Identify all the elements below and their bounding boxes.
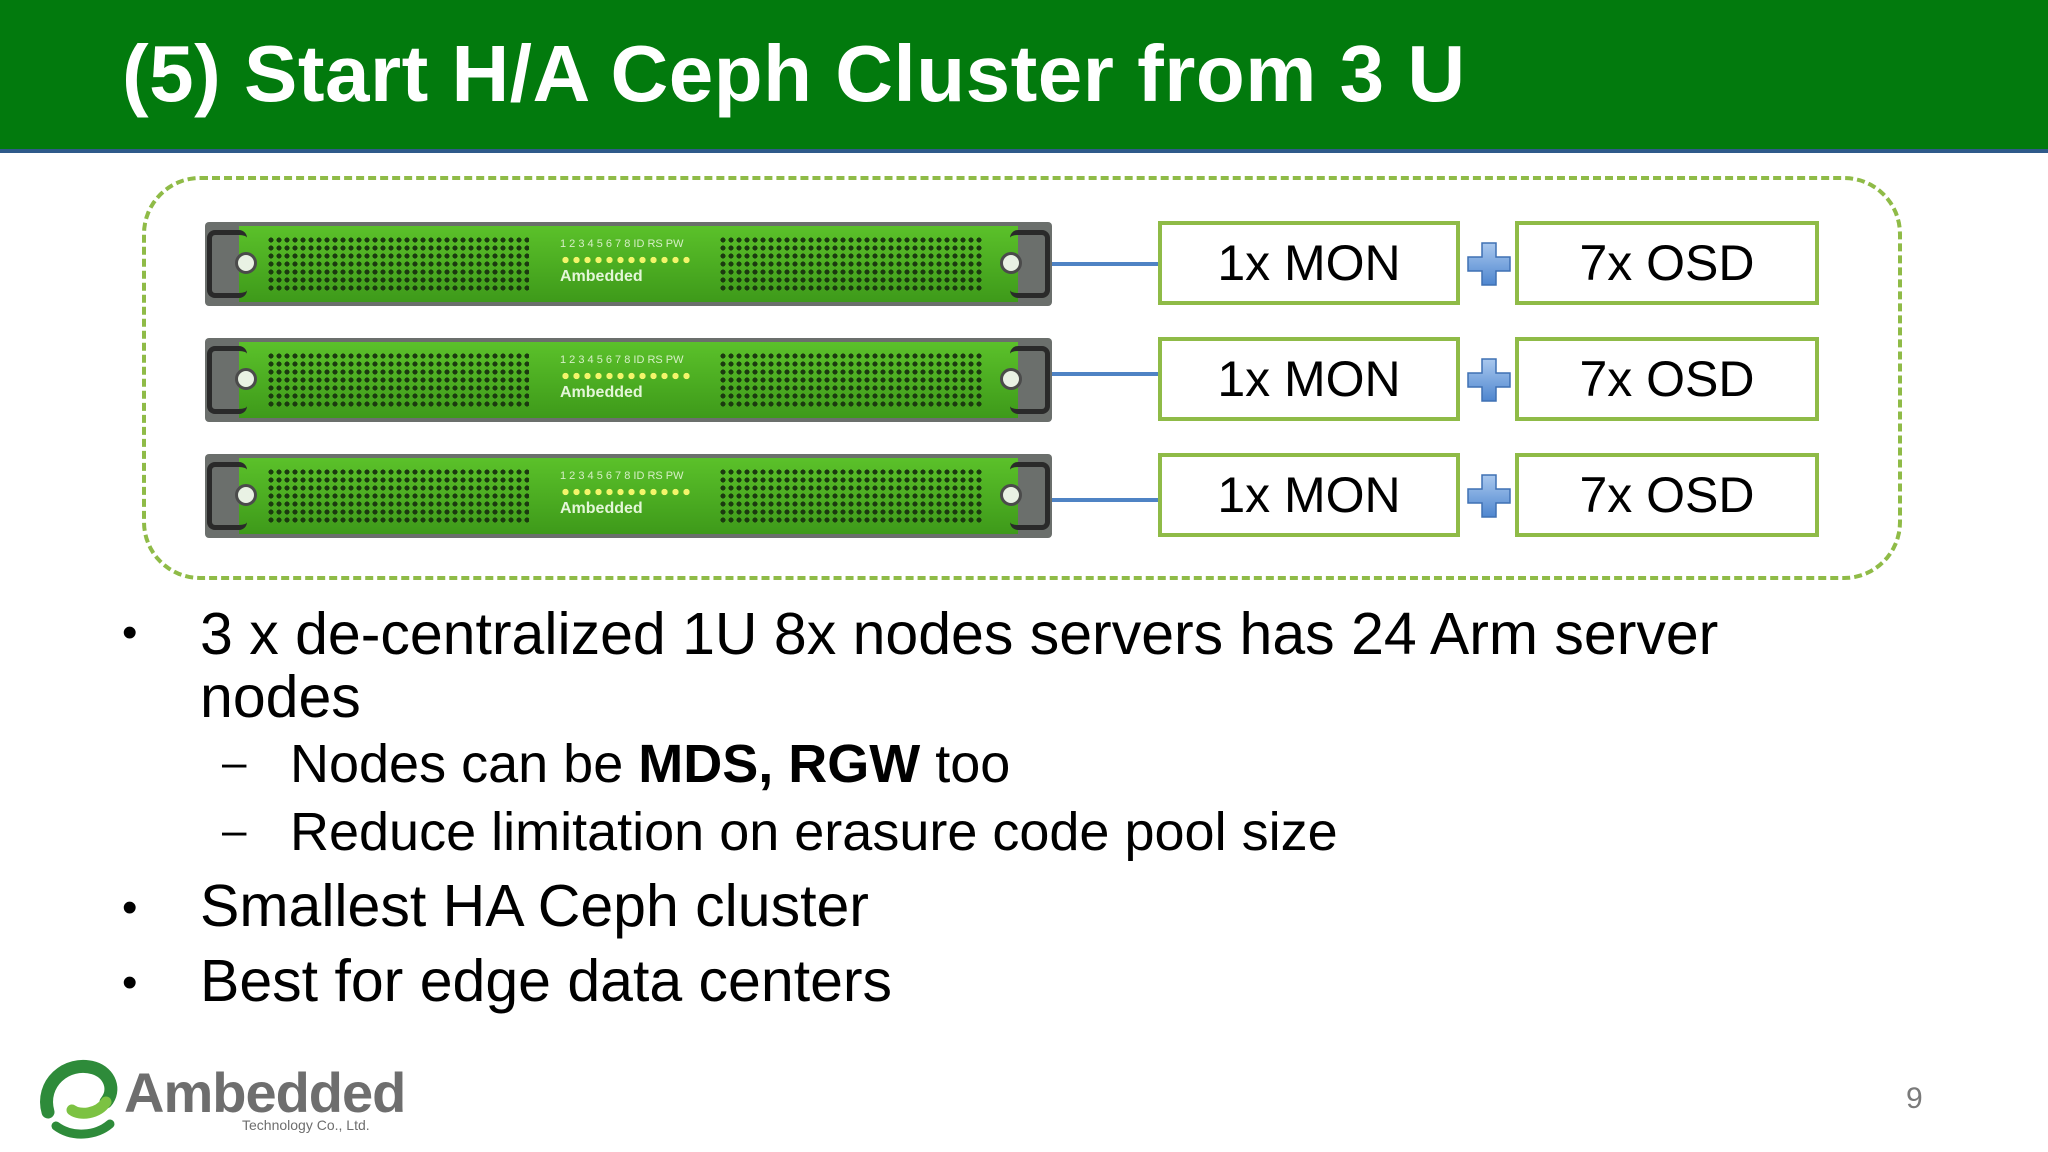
dash-glyph: –: [222, 806, 247, 855]
page-number: 9: [1906, 1082, 1923, 1115]
bullet-glyph: •: [122, 608, 138, 657]
bullet-glyph: •: [122, 883, 138, 932]
thumbscrew-icon: [1000, 368, 1022, 390]
led-labels: 1 2 3 4 5 6 7 8 ID RS PW: [560, 354, 684, 366]
rack-handle-right: [1010, 462, 1050, 530]
osd-box: 7x OSD: [1515, 453, 1819, 537]
rack-handle-left: [207, 462, 247, 530]
server-unit-1: 1 2 3 4 5 6 7 8 ID RS PW Ambedded: [205, 222, 1052, 306]
logo-wordmark: Ambedded: [124, 1061, 406, 1124]
server-unit-2: 1 2 3 4 5 6 7 8 ID RS PW Ambedded: [205, 338, 1052, 422]
plus-icon: [1466, 473, 1512, 519]
thumbscrew-icon: [1000, 484, 1022, 506]
server-unit-3: 1 2 3 4 5 6 7 8 ID RS PW Ambedded: [205, 454, 1052, 538]
server-brand: Ambedded: [560, 384, 643, 401]
server-brand: Ambedded: [560, 500, 643, 517]
rack-handle-right: [1010, 346, 1050, 414]
rack-handle-right: [1010, 230, 1050, 298]
sub-bullet-2: Reduce limitation on erasure code pool s…: [290, 802, 1338, 862]
cluster-dashed-box: [142, 176, 1902, 580]
mon-box: 1x MON: [1158, 337, 1460, 421]
status-leds: [560, 256, 690, 264]
vent-grille: [267, 468, 529, 524]
mon-box: 1x MON: [1158, 221, 1460, 305]
logo-subtitle: Technology Co., Ltd.: [242, 1117, 370, 1133]
vent-grille: [719, 352, 983, 408]
bullet-1-line-1: 3 x de-centralized 1U 8x nodes servers h…: [200, 601, 1719, 667]
thumbscrew-icon: [235, 252, 257, 274]
sub-bullet-1-post: too: [920, 734, 1011, 794]
sub-bullet-1-bold: MDS, RGW: [638, 734, 921, 794]
led-labels: 1 2 3 4 5 6 7 8 ID RS PW: [560, 238, 684, 250]
dash-glyph: –: [222, 738, 247, 787]
connector-line: [1052, 262, 1160, 266]
osd-box: 7x OSD: [1515, 221, 1819, 305]
vent-grille: [267, 352, 529, 408]
bullet-3: Best for edge data centers: [200, 948, 893, 1014]
plus-icon: [1466, 357, 1512, 403]
status-leds: [560, 372, 690, 380]
slide-title: (5) Start H/A Ceph Cluster from 3 U: [122, 29, 1466, 118]
vent-grille: [719, 468, 983, 524]
rack-handle-left: [207, 346, 247, 414]
mon-box: 1x MON: [1158, 453, 1460, 537]
led-labels: 1 2 3 4 5 6 7 8 ID RS PW: [560, 470, 684, 482]
thumbscrew-icon: [235, 484, 257, 506]
bullet-1-line-2: nodes: [200, 664, 361, 730]
connector-line: [1052, 498, 1160, 502]
bullet-glyph: •: [122, 958, 138, 1007]
server-brand: Ambedded: [560, 268, 643, 285]
thumbscrew-icon: [1000, 252, 1022, 274]
title-bar: (5) Start H/A Ceph Cluster from 3 U: [0, 0, 2048, 153]
plus-icon: [1466, 241, 1512, 287]
rack-handle-left: [207, 230, 247, 298]
bullet-2: Smallest HA Ceph cluster: [200, 873, 869, 939]
vent-grille: [267, 236, 529, 292]
connector-line: [1052, 372, 1160, 376]
osd-box: 7x OSD: [1515, 337, 1819, 421]
thumbscrew-icon: [235, 368, 257, 390]
sub-bullet-1-pre: Nodes can be: [290, 734, 639, 794]
sub-bullet-1: Nodes can be MDS, RGW too: [290, 733, 1010, 795]
status-leds: [560, 488, 690, 496]
vent-grille: [719, 236, 983, 292]
ambedded-logo-icon: [36, 1054, 126, 1140]
